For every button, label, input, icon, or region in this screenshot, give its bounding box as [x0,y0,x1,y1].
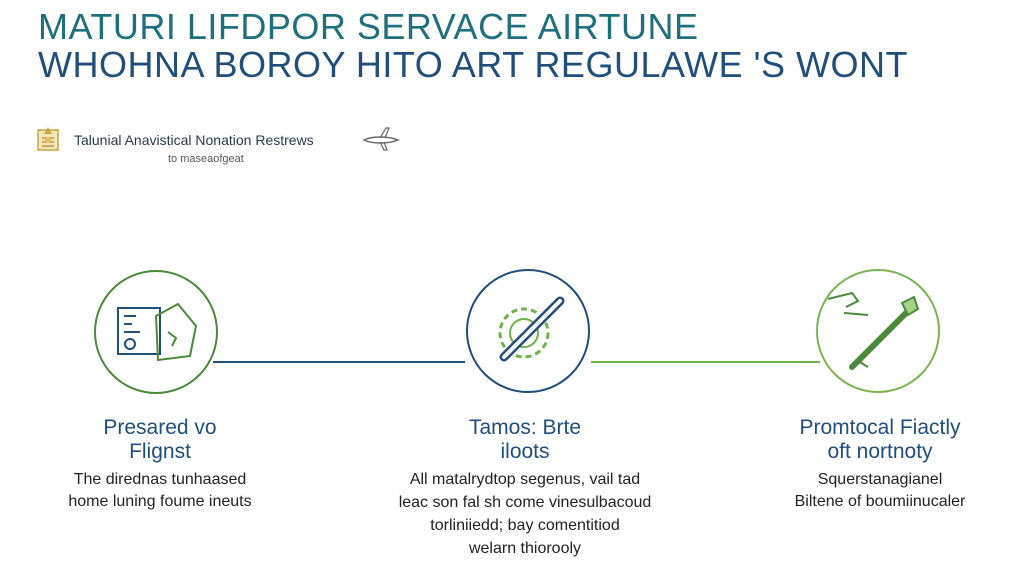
title-line-2: WHOHNA BOROY HITO ART REGULAWE 'S WONT [38,44,908,85]
step-3-description-line-2: Biltene of boumiinucaler [794,493,966,510]
step-3-heading-line-1: Promtocal Fiactly [799,416,961,439]
title-line-1: MATURI LIFDPOR SERVACE AIRTUNE [38,6,699,47]
step-1-description-line-2: home luning foume ineuts [68,493,252,510]
step-2-description-line-2: leac son fal sh come vinesulbacoud [398,494,652,511]
step-1-heading-line-1: Presared vo [103,416,217,439]
step-1-description-line-1: The dirednas tunhaased [73,471,247,488]
connector-line-left [213,361,465,363]
step-2-description-line-3: torliniiedd; bay comentitiod [430,517,620,534]
document-map-icon [117,302,198,362]
step-2-heading-line-2: iloots [500,440,550,463]
step-2-description-line-4: welarn thiorooly [468,540,582,557]
step-2-heading-line-1: Tamos: Brte [468,416,582,439]
brand-tagline: to maseaofgeat [168,153,244,165]
step-2-circle [466,269,590,393]
step-2-description-line-1: All matalrydtop segenus, vail tad [409,471,641,488]
emblem-icon [37,127,59,151]
brand-name: Talunial Anavistical Nonation Restrews [74,132,314,148]
gear-wrench-icon [498,296,565,362]
step-1-heading-line-2: Flignst [129,440,191,463]
step-3-circle [816,269,940,393]
step-1-circle [94,270,218,394]
connector-line-right [591,361,820,363]
brand-row: Talunial Anavistical Nonation Restrews [32,124,412,158]
step-3-description-line-1: Squerstanagianel [817,471,943,488]
airplane-icon [362,127,400,151]
step-3-heading-line-2: oft nortnoty [827,440,933,463]
tools-icon [827,291,920,370]
